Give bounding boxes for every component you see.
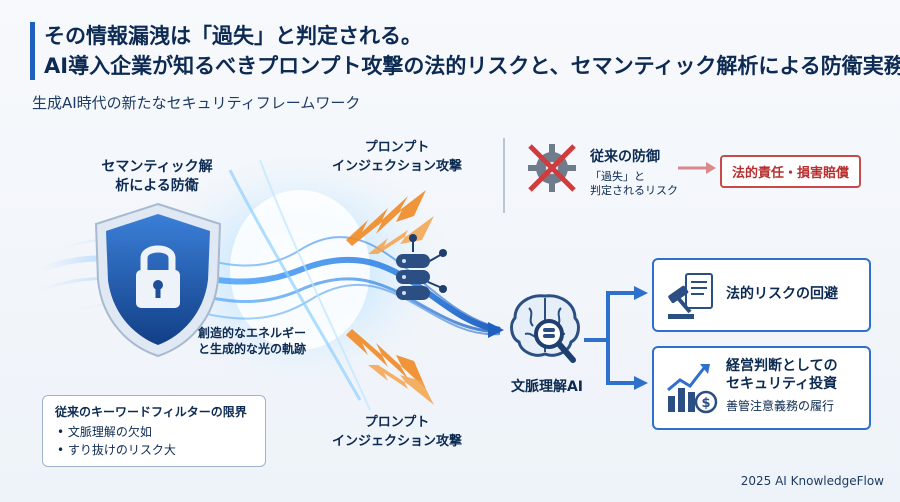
energy-label-line2: と生成的な光の軌跡 (198, 342, 307, 356)
gavel-document-icon (668, 273, 713, 319)
attack-bottom-line2: インジェクション攻撃 (331, 434, 462, 449)
outcome-legal-title: 法的リスクの回避 (726, 286, 838, 302)
footer-credit: 2025 AI KnowledgeFlow (740, 474, 884, 488)
liability-badge: 法的責任・損害賠償 (720, 155, 862, 188)
legacy-filter-item-2: すり抜けのリスク大 (67, 443, 176, 457)
attack-bolts-bottom-icon (346, 329, 434, 405)
brain-label: 文脈理解AI (510, 379, 584, 395)
list-item: • 文脈理解の欠如 (57, 425, 152, 439)
attack-bottom-line1: プロンプト (364, 415, 430, 430)
shield-label-line2: 析による防衛 (115, 178, 199, 194)
growth-chart-icon: $ (667, 364, 718, 414)
brain-magnifier-icon (510, 294, 580, 363)
legacy-defense-title: 従来の防御 (590, 149, 660, 165)
shield-label-line1: セマンティック解 (101, 159, 213, 175)
outcome-card-legal: 法的リスクの回避 (652, 258, 871, 332)
branch-arrows (584, 286, 648, 390)
outcome-investment-detail: 善管注意義務の履行 (726, 399, 835, 413)
attack-bottom-label: プロンプト インジェクション攻撃 (322, 413, 472, 451)
outcome-investment-title: 経営判断としての セキュリティ投資 (726, 357, 838, 393)
outcome-card-investment: $ 経営判断としての セキュリティ投資 善管注意義務の履行 (652, 346, 871, 430)
legacy-filter-box: 従来のキーワードフィルターの限界 • 文脈理解の欠如 • すり抜けのリスク大 (42, 395, 266, 467)
legacy-defense-line3: 判定されるリスク (590, 184, 678, 197)
shield-lock-icon (94, 202, 222, 358)
shield-label: セマンティック解 析による防衛 (92, 158, 222, 196)
page-title-line2: AI導入企業が知るべきプロンプト攻撃の法的リスクと、セマンティック解析による防衛… (44, 54, 900, 78)
legacy-filter-title: 従来のキーワードフィルターの限界 (55, 405, 247, 419)
outcome-investment-line2: セキュリティ投資 (726, 376, 838, 392)
attack-bolts-top-icon (346, 190, 434, 254)
energy-label-line1: 創造的なエネルギー (198, 326, 307, 340)
attack-top-line1: プロンプト (364, 140, 430, 155)
attack-top-label: プロンプト インジェクション攻撃 (322, 138, 472, 176)
legacy-defense-line2: 「過失」と (590, 170, 645, 183)
svg-text:$: $ (701, 396, 710, 411)
legacy-defense-desc: 「過失」と 判定されるリスク (590, 170, 678, 198)
title-accent-bar (30, 22, 35, 80)
page-title-line1: その情報漏洩は「過失」と判定される。 (44, 24, 422, 48)
database-network-icon (396, 234, 447, 300)
list-item: • すり抜けのリスク大 (57, 443, 176, 457)
arrow-right-icon (678, 162, 716, 174)
outcome-investment-line1: 経営判断としての (726, 358, 838, 374)
crossed-gear-icon (528, 144, 576, 192)
energy-label: 創造的なエネルギー と生成的な光の軌跡 (198, 325, 306, 357)
section-divider (503, 138, 505, 213)
attack-top-line2: インジェクション攻撃 (331, 159, 462, 174)
page-subtitle: 生成AI時代の新たなセキュリティフレームワーク (32, 94, 361, 112)
legacy-filter-item-1: 文脈理解の欠如 (67, 425, 152, 439)
